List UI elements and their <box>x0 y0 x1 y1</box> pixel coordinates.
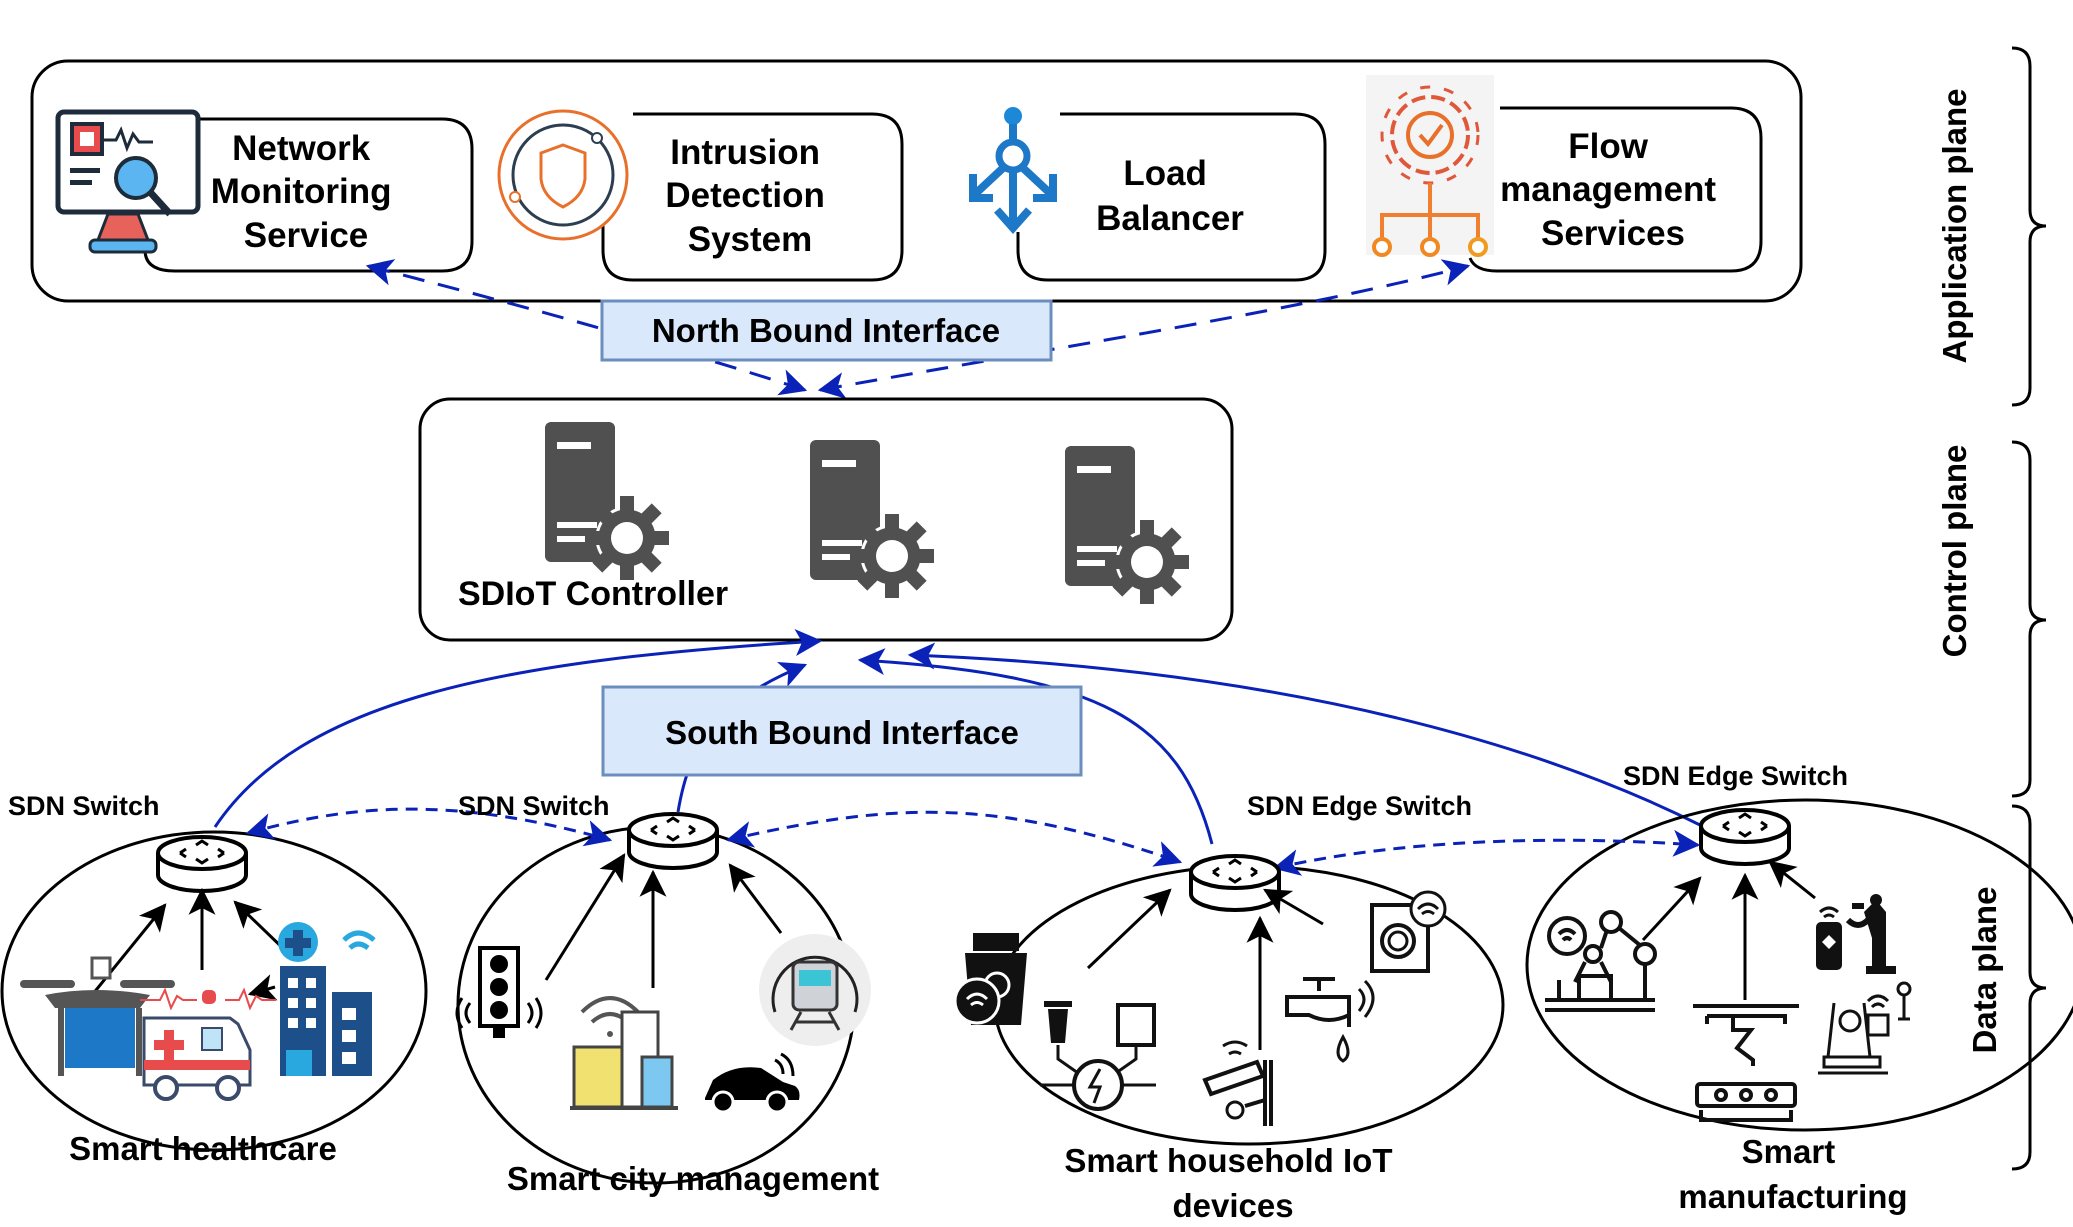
service-label: Load Balancer <box>1096 154 1244 238</box>
nbi-link-nms <box>365 259 808 396</box>
switch-icon <box>1189 854 1281 912</box>
application-plane-brace <box>2011 46 2047 407</box>
domain-boundary-manufacturing <box>1525 798 2073 1132</box>
domain-label: Smart healthcare <box>69 1130 337 1167</box>
data-plane-brace <box>2011 804 2047 1171</box>
sbi-link-household <box>857 648 1214 845</box>
load-balancer-icon <box>969 107 1057 235</box>
remote-robot-icon <box>1816 894 1896 974</box>
buildings-icon <box>570 996 678 1110</box>
switch-to-switch-links <box>245 807 1701 876</box>
southbound-links <box>213 628 1701 845</box>
ambulance-icon <box>140 987 276 1101</box>
service-label: Intrusion Detection System <box>665 133 834 259</box>
southbound-interface-label: South Bound Interface <box>665 714 1019 751</box>
service-flow-management[interactable]: Flow management Services <box>1366 75 1763 273</box>
sdn-edge-switch-manufacturing[interactable] <box>1699 808 1791 866</box>
service-network-monitoring[interactable]: Network Monitoring Service <box>55 109 474 273</box>
application-plane-label: Application plane <box>1936 88 1973 363</box>
northbound-links <box>365 259 1471 399</box>
switch-icon <box>1699 808 1791 866</box>
smart-tap-icon <box>1285 977 1375 1063</box>
switch-label: SDN Switch <box>8 791 160 821</box>
smart-grid-icon <box>1040 1001 1156 1111</box>
domain-label: Smart household IoT devices <box>1064 1142 1401 1224</box>
northbound-interface-box[interactable] <box>600 299 1053 362</box>
switch-icon <box>156 835 248 893</box>
sbi-link-manufacturing <box>907 642 1701 827</box>
3d-printer-icon <box>1693 1004 1799 1122</box>
switch-label: SDN Edge Switch <box>1247 791 1472 821</box>
domain-boundary-healthcare <box>0 830 428 1152</box>
cctv-icon <box>1202 1040 1273 1126</box>
switch-icon <box>627 812 719 870</box>
service-load-balancer[interactable]: Load Balancer <box>969 107 1327 282</box>
switch-label: SDN Switch <box>458 791 610 821</box>
control-plane-label: Control plane <box>1936 445 1973 658</box>
hospital-icon <box>278 922 376 1076</box>
sdn-edge-switch-household[interactable] <box>1189 854 1281 912</box>
plane-braces <box>2011 46 2047 1171</box>
domain-label: Smart manufacturing <box>1678 1133 1907 1215</box>
gear-flow-icon <box>1366 75 1494 257</box>
controller-label: SDIoT Controller <box>458 575 728 613</box>
train-icon <box>759 934 871 1046</box>
device-links <box>86 853 1816 1050</box>
switch-label: SDN Edge Switch <box>1623 761 1848 791</box>
nbi-link-flow <box>817 259 1471 399</box>
smart-bin-icon <box>953 933 1027 1025</box>
shield-icon <box>497 109 629 241</box>
sdn-switch-city[interactable] <box>627 812 719 870</box>
iot-robot-icon <box>1818 981 1912 1075</box>
service-label: Network Monitoring Service <box>211 129 402 255</box>
drone-icon <box>20 956 175 1076</box>
northbound-interface-label: North Bound Interface <box>652 312 1000 349</box>
service-label: Flow management Services <box>1500 127 1726 253</box>
data-plane-label: Data plane <box>1966 887 2003 1054</box>
traffic-light-icon <box>455 946 543 1038</box>
domain-label: Smart city management <box>507 1160 879 1197</box>
southbound-interface-box[interactable] <box>601 685 1083 777</box>
service-intrusion-detection[interactable]: Intrusion Detection System <box>497 109 904 282</box>
sbi-link-healthcare <box>213 628 823 828</box>
robot-arm-icon <box>1545 910 1657 1012</box>
control-plane-brace <box>2011 440 2047 798</box>
car-icon <box>705 1052 800 1114</box>
sdn-switch-healthcare[interactable] <box>156 835 248 893</box>
washing-machine-icon <box>1370 890 1447 973</box>
network-monitoring-icon <box>55 109 201 254</box>
